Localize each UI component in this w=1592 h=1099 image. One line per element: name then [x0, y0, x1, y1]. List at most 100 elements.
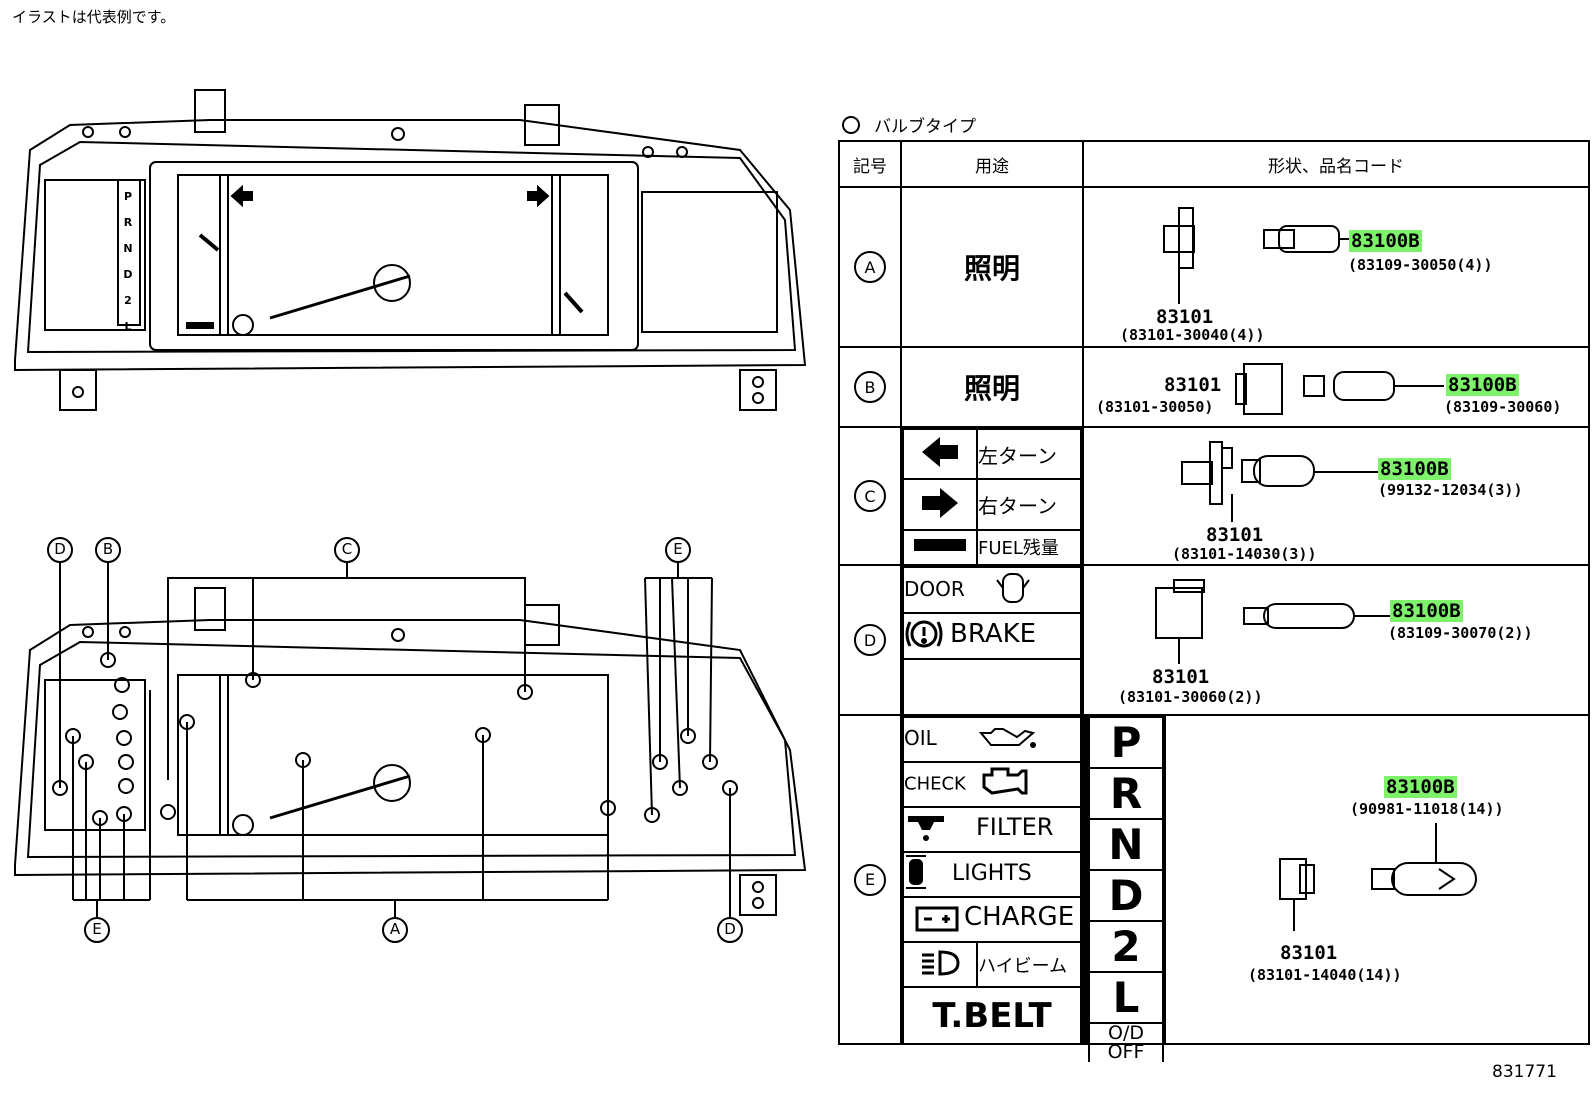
use-label: FILTER [976, 813, 1054, 841]
prnd-letter: 2 [124, 294, 132, 307]
shape-cell: 83100B (83109-30070(2)) 83101 (83101-300… [1082, 564, 1590, 716]
table-row-a: A 照明 83100B (83109-30050(4)) 83101 (8310… [838, 186, 1590, 348]
mark-circle: E [854, 863, 886, 896]
oil-can-icon [977, 723, 1037, 756]
figure-id: 831771 [1492, 1062, 1557, 1082]
socket-code: (83101-14040(14)) [1248, 966, 1402, 984]
socket-code: (83101-14030(3)) [1172, 545, 1317, 563]
mark-circle: A [854, 251, 886, 283]
use-label: 左ターン [976, 427, 1082, 481]
cluster-drawing-top [14, 89, 807, 411]
prnd-column: P R N D 2 L O/D OFF [1084, 716, 1166, 1062]
shape-cell: P R N D 2 L O/D OFF 83100B (90981-11018(… [1082, 714, 1590, 1062]
use-label: 照明 [900, 186, 1084, 348]
use-label: LIGHTS [952, 861, 1032, 886]
socket-part-number: 83101 [1206, 524, 1264, 546]
legend-header-text: バルブタイプ [874, 117, 976, 137]
cluster-drawing-bottom [14, 537, 807, 943]
bulb-part-number: 83100B [1384, 776, 1457, 798]
use-label: DOOR [904, 576, 965, 601]
callout-label: B [102, 540, 114, 558]
callout-label: D [54, 540, 66, 558]
fuel-bar-icon [902, 528, 978, 564]
filter-row: FILTER [902, 806, 1082, 853]
callout-label: A [389, 920, 401, 938]
car-lights-icon [904, 854, 928, 895]
brake-row: BRAKE [902, 612, 1082, 660]
high-beam-icon [904, 943, 978, 986]
use-label: T.BELT [902, 986, 1082, 1043]
prnd-letter: R [123, 216, 133, 229]
bulb-code: (90981-11018(14)) [1350, 800, 1504, 818]
right-arrow-icon [902, 478, 978, 531]
socket-code: (83101-30060(2)) [1118, 688, 1263, 706]
use-label: 右ターン [976, 478, 1082, 531]
brake-icon [904, 617, 944, 656]
bulb-part-number: 83100B [1349, 230, 1422, 252]
use-cell: OIL CHECK FILTER LIGHTS CHARGE ハイビーム T.B… [900, 714, 1084, 1045]
use-cell: DOOR BRAKE [900, 564, 1084, 716]
header-mark: 記号 [838, 140, 902, 188]
shape-cell: 83100B (83109-30050(4)) 83101 (83101-300… [1082, 186, 1590, 348]
prnd-letter: N [1088, 818, 1164, 871]
lights-row: LIGHTS [902, 851, 1082, 898]
table-row-e: E OIL CHECK FILTER LIGHTS CHARGE ハイビーム T… [838, 714, 1590, 1062]
prnd-letter: D [123, 268, 133, 281]
socket-part-number: 83101 [1280, 942, 1338, 964]
header-use: 用途 [900, 140, 1084, 188]
use-label: OIL [904, 726, 937, 750]
bulb-part-number: 83100B [1390, 600, 1463, 622]
mark-circle: C [854, 480, 886, 512]
header-shape: 形状、品名コード [1082, 140, 1590, 188]
prnd-letter: N [123, 242, 133, 255]
od-off-label: O/D OFF [1088, 1022, 1164, 1062]
prnd-letter: D [1088, 869, 1164, 922]
use-label: FUEL残量 [976, 528, 1082, 564]
shape-cell: 83100B (99132-12034(3)) 83101 (83101-140… [1082, 426, 1590, 566]
socket-code: (83101-30050) [1096, 398, 1214, 416]
use-label: 照明 [900, 346, 1084, 428]
bulb-code: (83109-30050(4)) [1348, 256, 1493, 274]
table-row-d: D DOOR BRAKE 83100B (83109-30070(2)) 831… [838, 564, 1590, 716]
table-row-c: C 左ターン 右ターン FUEL残量 83100B (99132-12034(3… [838, 426, 1590, 566]
door-row: DOOR [902, 566, 1082, 614]
socket-part-number: 83101 [1156, 306, 1214, 328]
bulb-part-number: 83100B [1378, 458, 1451, 480]
circle-icon [842, 115, 860, 134]
bulb-code: (83109-30070(2)) [1388, 624, 1533, 642]
socket-and-bulb-icon [1235, 363, 1444, 415]
filter-icon [904, 812, 948, 847]
use-cell: 左ターン 右ターン FUEL残量 [900, 426, 1084, 566]
bulb-code: (99132-12034(3)) [1378, 481, 1523, 499]
prnd-letter: L [1088, 971, 1164, 1024]
check-row: CHECK [902, 761, 1082, 808]
oil-row: OIL [902, 716, 1082, 763]
use-label: CHECK [904, 773, 966, 795]
prnd-letter: R [1088, 767, 1164, 820]
socket-part-number: 83101 [1152, 666, 1210, 688]
bulb-part-number: 83100B [1446, 374, 1519, 396]
use-label: ハイビーム [978, 955, 1068, 977]
use-label: BRAKE [950, 618, 1037, 649]
socket-and-bulb-icon [1279, 823, 1477, 931]
use-label: CHARGE [964, 902, 1075, 932]
table-row-b: B 照明 83101 (83101-30050) 83100B (83109-3… [838, 346, 1590, 428]
mark-circle: B [854, 371, 886, 403]
engine-icon [978, 765, 1030, 804]
callout-label: E [673, 540, 683, 558]
prnd-letter: 2 [1088, 920, 1164, 973]
shape-cell: 83101 (83101-30050) 83100B (83109-30060) [1082, 346, 1590, 428]
socket-and-bulb-icon [1181, 441, 1379, 522]
prnd-letter: P [1088, 716, 1164, 769]
charge-row: CHARGE [902, 896, 1082, 943]
cluster-prnd-letters: P R N D 2 L [120, 184, 136, 340]
callout-label: D [724, 920, 736, 938]
bulb-table: 記号 用途 形状、品名コード A 照明 83100B (83109-30050(… [838, 140, 1590, 1062]
bulb-code: (83109-30060) [1444, 398, 1562, 416]
mark-circle: D [854, 624, 886, 656]
battery-icon [914, 902, 960, 937]
callout-label: C [341, 540, 353, 558]
legend-header: バルブタイプ [842, 112, 976, 137]
prnd-letter: P [123, 190, 133, 203]
left-arrow-icon [902, 427, 978, 481]
